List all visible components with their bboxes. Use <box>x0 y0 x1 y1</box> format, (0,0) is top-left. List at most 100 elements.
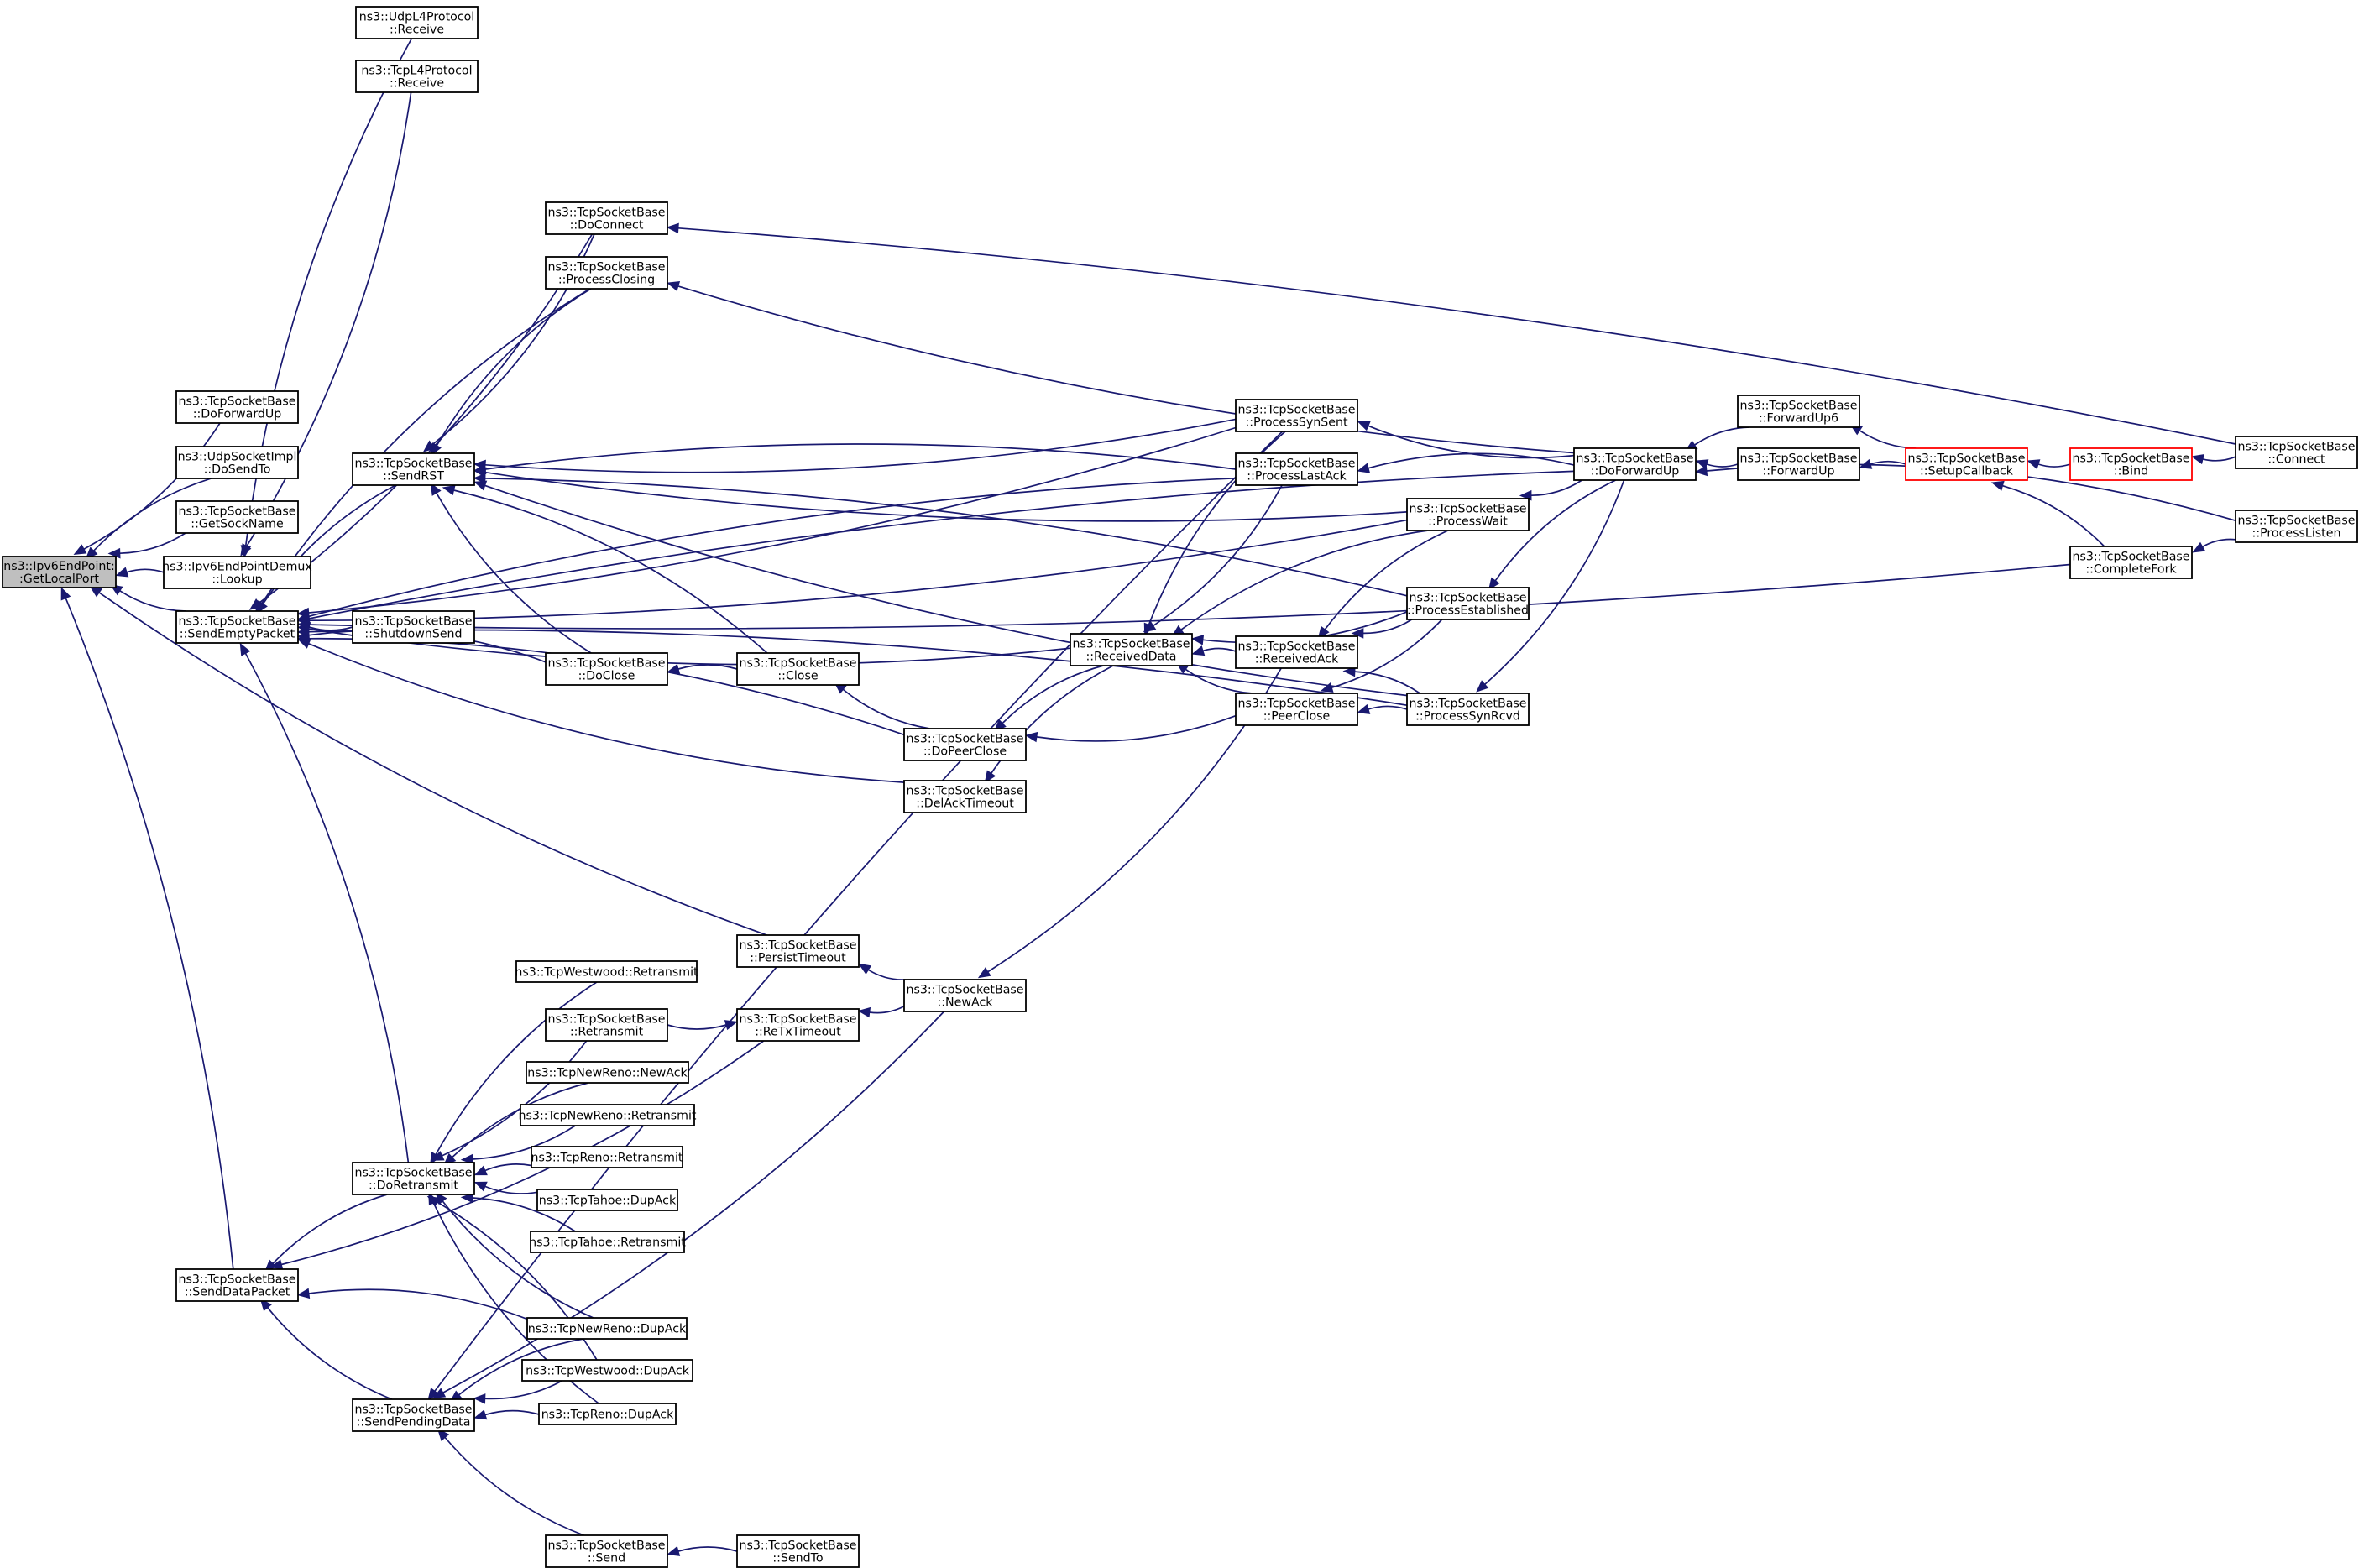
node-box[interactable] <box>355 6 479 39</box>
node-box[interactable] <box>736 1534 860 1568</box>
node-box[interactable] <box>545 1008 668 1042</box>
node-dosendto[interactable]: ns3::UdpSocketImpl::DoSendTo <box>175 446 299 479</box>
node-box[interactable] <box>175 1268 299 1302</box>
node-box[interactable] <box>1737 395 1860 428</box>
node-sendpending[interactable]: ns3::TcpSocketBase::SendPendingData <box>352 1398 475 1432</box>
node-box[interactable] <box>736 1008 860 1042</box>
node-box[interactable] <box>903 728 1027 761</box>
node-processsynsent[interactable]: ns3::TcpSocketBase::ProcessSynSent <box>1235 399 1358 432</box>
node-reno-retransmit[interactable]: ns3::TcpReno::Retransmit <box>531 1146 683 1168</box>
node-receiveddata[interactable]: ns3::TcpSocketBase::ReceivedData <box>1070 633 1193 666</box>
node-box[interactable] <box>545 256 668 290</box>
node-box[interactable] <box>1235 399 1358 432</box>
node-sendempty[interactable]: ns3::TcpSocketBase::SendEmptyPacket <box>175 610 299 644</box>
node-tahoe-retransmit[interactable]: ns3::TcpTahoe::Retransmit <box>529 1231 686 1253</box>
node-box[interactable] <box>352 452 475 486</box>
node-send[interactable]: ns3::TcpSocketBase::Send <box>545 1534 668 1568</box>
node-peerclose[interactable]: ns3::TcpSocketBase::PeerClose <box>1235 693 1358 726</box>
node-box[interactable] <box>1406 587 1530 620</box>
node-processsynrcvd[interactable]: ns3::TcpSocketBase::ProcessSynRcvd <box>1406 693 1530 726</box>
node-box[interactable] <box>175 390 299 424</box>
node-box[interactable] <box>736 652 860 686</box>
node-doforwardup[interactable]: ns3::TcpSocketBase::DoForwardUp <box>1573 447 1697 481</box>
node-sendto[interactable]: ns3::TcpSocketBase::SendTo <box>736 1534 860 1568</box>
node-tcp-receive[interactable]: ns3::TcpL4Protocol::Receive <box>355 60 479 93</box>
node-root[interactable]: ns3::Ipv6EndPoint::GetLocalPort <box>2 556 117 588</box>
node-persist[interactable]: ns3::TcpSocketBase::PersistTimeout <box>736 934 860 968</box>
node-processwait[interactable]: ns3::TcpSocketBase::ProcessWait <box>1406 498 1530 531</box>
node-box[interactable] <box>1737 447 1860 481</box>
node-westwood-retransmit[interactable]: ns3::TcpWestwood::Retransmit <box>515 960 698 983</box>
node-doPeerclose[interactable]: ns3::TcpSocketBase::DoPeerClose <box>903 728 1027 761</box>
node-processclosing[interactable]: ns3::TcpSocketBase::ProcessClosing <box>545 256 668 290</box>
node-box[interactable] <box>352 1398 475 1432</box>
node-processestablished[interactable]: ns3::TcpSocketBase::ProcessEstablished <box>1406 587 1530 620</box>
node-setupcallback[interactable]: ns3::TcpSocketBase::SetupCallback <box>1905 447 2028 481</box>
node-lookup[interactable]: ns3::Ipv6EndPointDemux::Lookup <box>162 556 312 589</box>
node-box[interactable] <box>1573 447 1697 481</box>
node-box[interactable] <box>531 1146 683 1168</box>
node-box[interactable] <box>530 1231 685 1253</box>
node-retxtimeout[interactable]: ns3::TcpSocketBase::ReTxTimeout <box>736 1008 860 1042</box>
node-connect[interactable]: ns3::TcpSocketBase::Connect <box>2235 436 2358 469</box>
node-box[interactable] <box>521 1359 693 1382</box>
node-tahoe-dupack[interactable]: ns3::TcpTahoe::DupAck <box>536 1189 678 1211</box>
node-newreno-dupack[interactable]: ns3::TcpNewReno::DupAck <box>526 1317 688 1340</box>
node-westwood-dupack[interactable]: ns3::TcpWestwood::DupAck <box>521 1359 693 1382</box>
node-doretransmit[interactable]: ns3::TcpSocketBase::DoRetransmit <box>352 1162 475 1195</box>
node-udp-receive[interactable]: ns3::UdpL4Protocol::Receive <box>355 6 479 39</box>
node-box[interactable] <box>545 201 668 235</box>
node-box[interactable] <box>163 556 311 589</box>
node-box[interactable] <box>1235 635 1358 669</box>
node-box[interactable] <box>2069 447 2193 481</box>
node-senddata[interactable]: ns3::TcpSocketBase::SendDataPacket <box>175 1268 299 1302</box>
node-box[interactable] <box>526 1061 689 1084</box>
node-box[interactable] <box>355 60 479 93</box>
node-retransmit[interactable]: ns3::TcpSocketBase::Retransmit <box>545 1008 668 1042</box>
node-box[interactable] <box>1406 498 1530 531</box>
node-doconnect[interactable]: ns3::TcpSocketBase::DoConnect <box>545 201 668 235</box>
node-box[interactable] <box>2235 510 2358 543</box>
node-box[interactable] <box>175 500 299 534</box>
node-newreno-newack[interactable]: ns3::TcpNewReno::NewAck <box>526 1061 689 1084</box>
node-doforwardup-l[interactable]: ns3::TcpSocketBase::DoForwardUp <box>175 390 299 424</box>
node-doclose[interactable]: ns3::TcpSocketBase::DoClose <box>545 652 668 686</box>
node-close[interactable]: ns3::TcpSocketBase::Close <box>736 652 860 686</box>
node-box[interactable] <box>545 1534 668 1568</box>
node-box[interactable] <box>526 1317 688 1340</box>
node-sendrst[interactable]: ns3::TcpSocketBase::SendRST <box>352 452 475 486</box>
node-reno-dupack[interactable]: ns3::TcpReno::DupAck <box>538 1403 677 1425</box>
node-box[interactable] <box>1406 693 1530 726</box>
node-box[interactable] <box>352 1162 475 1195</box>
node-box[interactable] <box>2 556 117 588</box>
node-delack[interactable]: ns3::TcpSocketBase::DelAckTimeout <box>903 780 1027 813</box>
node-box[interactable] <box>736 934 860 968</box>
node-box[interactable] <box>545 652 668 686</box>
node-box[interactable] <box>903 979 1027 1012</box>
node-box[interactable] <box>175 610 299 644</box>
node-newreno-retransmit[interactable]: ns3::TcpNewReno::Retransmit <box>519 1104 697 1126</box>
node-box[interactable] <box>2069 546 2193 579</box>
node-processlastack[interactable]: ns3::TcpSocketBase::ProcessLastAck <box>1235 452 1358 486</box>
node-box[interactable] <box>2235 436 2358 469</box>
node-box[interactable] <box>538 1403 677 1425</box>
node-shutdownsend[interactable]: ns3::TcpSocketBase::ShutdownSend <box>352 610 475 644</box>
node-box[interactable] <box>1905 447 2028 481</box>
node-box[interactable] <box>515 960 698 983</box>
node-box[interactable] <box>1070 633 1193 666</box>
node-receivedack[interactable]: ns3::TcpSocketBase::ReceivedAck <box>1235 635 1358 669</box>
node-box[interactable] <box>175 446 299 479</box>
node-processlisten[interactable]: ns3::TcpSocketBase::ProcessListen <box>2235 510 2358 543</box>
node-box[interactable] <box>352 610 475 644</box>
node-forwardup[interactable]: ns3::TcpSocketBase::ForwardUp <box>1737 447 1860 481</box>
node-getsockname[interactable]: ns3::TcpSocketBase::GetSockName <box>175 500 299 534</box>
node-forwardup6[interactable]: ns3::TcpSocketBase::ForwardUp6 <box>1737 395 1860 428</box>
node-box[interactable] <box>1235 693 1358 726</box>
node-completefork[interactable]: ns3::TcpSocketBase::CompleteFork <box>2069 546 2193 579</box>
node-box[interactable] <box>536 1189 678 1211</box>
node-box[interactable] <box>520 1104 695 1126</box>
node-newack[interactable]: ns3::TcpSocketBase::NewAck <box>903 979 1027 1012</box>
node-bind[interactable]: ns3::TcpSocketBase::Bind <box>2069 447 2193 481</box>
node-box[interactable] <box>903 780 1027 813</box>
node-box[interactable] <box>1235 452 1358 486</box>
